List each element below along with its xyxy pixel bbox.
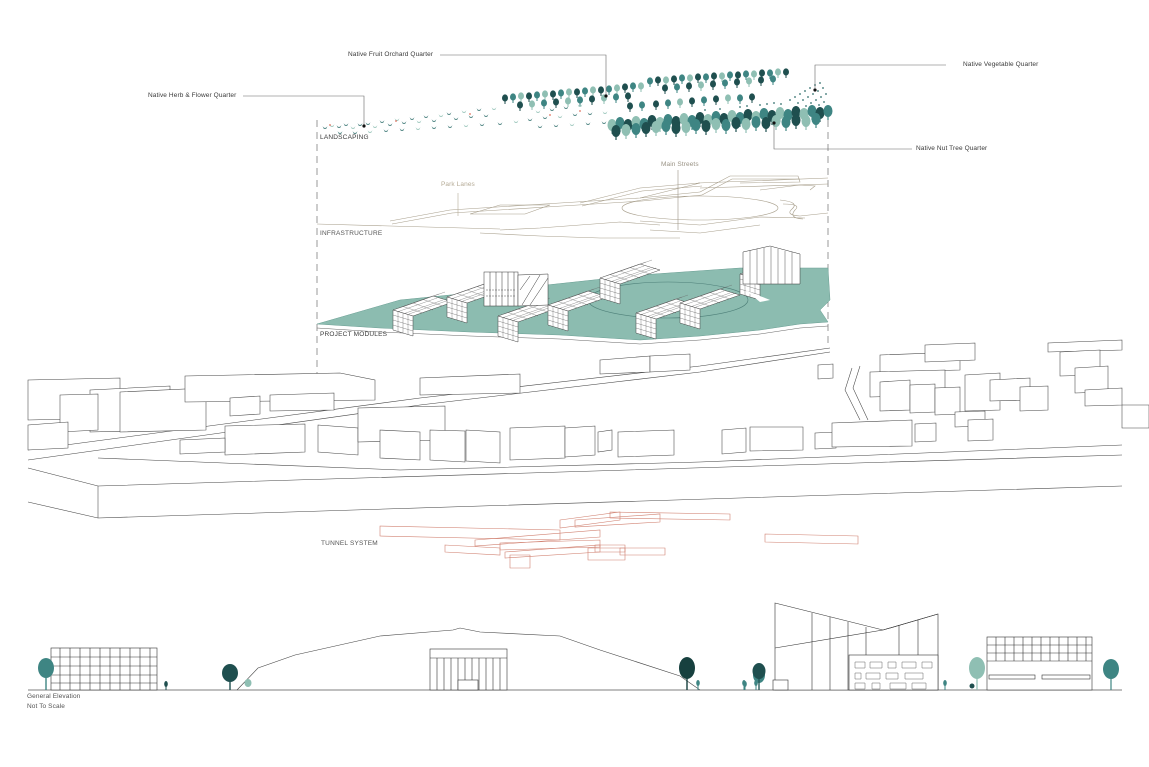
explode-guide-lines <box>316 120 829 400</box>
elevation-title: General Elevation <box>27 693 81 700</box>
callout-herb-flower-quarter: Native Herb & Flower Quarter <box>148 92 237 99</box>
callout-nut-tree-quarter: Native Nut Tree Quarter <box>916 145 988 152</box>
callout-main-streets: Main Streets <box>661 161 699 168</box>
elevation-office-building-right <box>986 636 1093 691</box>
glass-pavilion-module <box>483 271 549 307</box>
callout-dots <box>362 88 817 128</box>
project-modules-layer <box>316 245 831 345</box>
elevation-office-building-left <box>50 647 158 691</box>
city-base-layer <box>27 339 1149 519</box>
herb-flower-plants <box>322 104 608 134</box>
callout-park-lanes: Park Lanes <box>441 181 475 188</box>
layer-label-landscaping: LANDSCAPING <box>320 134 369 141</box>
layer-label-infrastructure: INFRASTRUCTURE <box>320 230 383 237</box>
infrastructure-layer <box>316 170 829 239</box>
amphitheatre-module <box>742 245 801 285</box>
callout-fruit-orchard-quarter: Native Fruit Orchard Quarter <box>348 51 434 58</box>
elevation-subtitle: Not To Scale <box>27 703 65 710</box>
elevation-central-building <box>429 648 508 691</box>
layer-label-project-modules: PROJECT MODULES <box>320 331 388 338</box>
elevation-v-roof-building <box>772 602 939 691</box>
elevation-drawing <box>28 602 1122 691</box>
elevation-trees <box>38 657 1119 690</box>
tunnel-system-layer <box>379 511 859 569</box>
nut-trees <box>607 105 833 140</box>
layer-label-tunnel-system: TUNNEL SYSTEM <box>321 540 378 547</box>
fruit-orchard-trees <box>502 68 789 112</box>
landscaping-layer <box>243 54 946 150</box>
vegetable-plants <box>704 82 827 111</box>
landscaping-callout-lines <box>243 54 946 150</box>
callout-vegetable-quarter: Native Vegetable Quarter <box>963 61 1039 68</box>
